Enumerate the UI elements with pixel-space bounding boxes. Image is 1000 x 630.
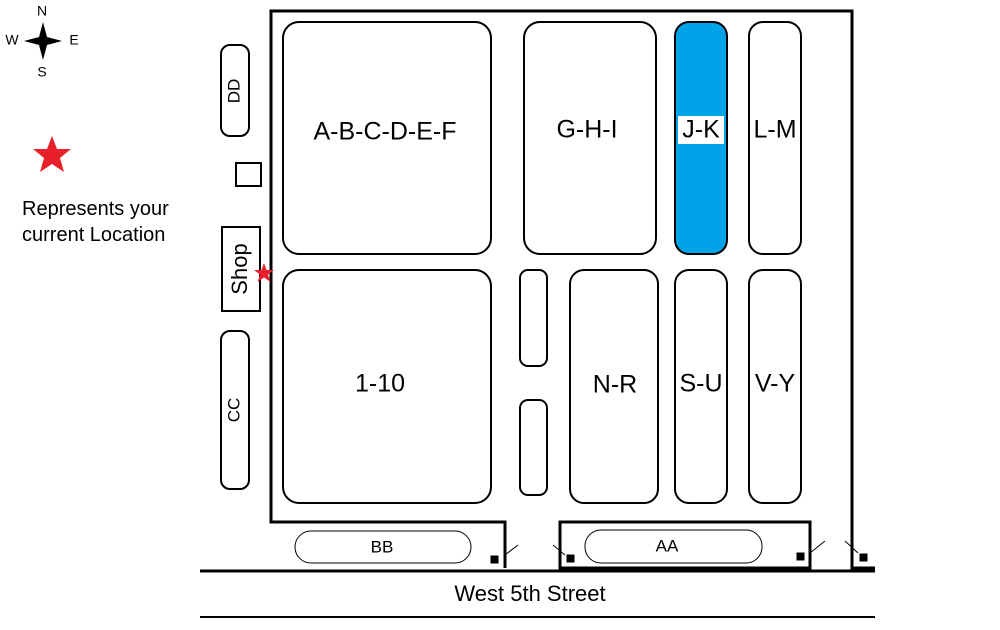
section-label: J-K (682, 116, 720, 144)
section-1-10[interactable]: 1-10 (282, 269, 492, 504)
section-label: V-Y (755, 370, 796, 398)
small-plot (519, 269, 548, 367)
section-dd[interactable]: DD (220, 44, 250, 137)
legend-star-icon (33, 136, 71, 172)
section-label: A-B-C-D-E-F (313, 118, 456, 146)
compass-icon: N S W E (5, 3, 78, 80)
section-aa[interactable]: AA (584, 529, 763, 564)
section-label: N-R (593, 371, 637, 399)
small-plot (519, 399, 548, 496)
section-label: AA (656, 536, 679, 555)
shop[interactable]: Shop (221, 226, 261, 312)
compass-west: W (5, 32, 19, 48)
section-abcdef[interactable]: A-B-C-D-E-F (282, 21, 492, 255)
section-label: Shop (227, 243, 252, 294)
section-label: L-M (753, 116, 796, 144)
current-location-star-icon (254, 263, 274, 282)
section-nr[interactable]: N-R (569, 269, 659, 504)
compass-north: N (37, 3, 47, 19)
compass-south: S (37, 64, 46, 80)
legend-line-2: current Location (22, 224, 166, 246)
section-label: 1-10 (355, 370, 405, 398)
cemetery-boundary (200, 9, 875, 573)
section-vy[interactable]: V-Y (748, 269, 802, 504)
small-building (235, 162, 262, 187)
gate-icons (490, 540, 868, 564)
section-label: DD (224, 79, 243, 104)
section-label: G-H-I (556, 116, 617, 144)
legend-line-1: Represents your (22, 198, 169, 220)
legend-text: Represents your current Location (22, 196, 169, 248)
section-label: S-U (679, 370, 722, 398)
section-label: BB (371, 537, 394, 556)
street-label: West 5th Street (454, 581, 605, 606)
section-su[interactable]: S-U (674, 269, 728, 504)
section-bb[interactable]: BB (294, 530, 472, 564)
section-ghi[interactable]: G-H-I (523, 21, 657, 255)
compass-east: E (69, 32, 78, 48)
section-jk[interactable]: J-K (674, 21, 728, 255)
section-cc[interactable]: CC (220, 330, 250, 490)
section-label: CC (224, 398, 243, 423)
section-lm[interactable]: L-M (748, 21, 802, 255)
